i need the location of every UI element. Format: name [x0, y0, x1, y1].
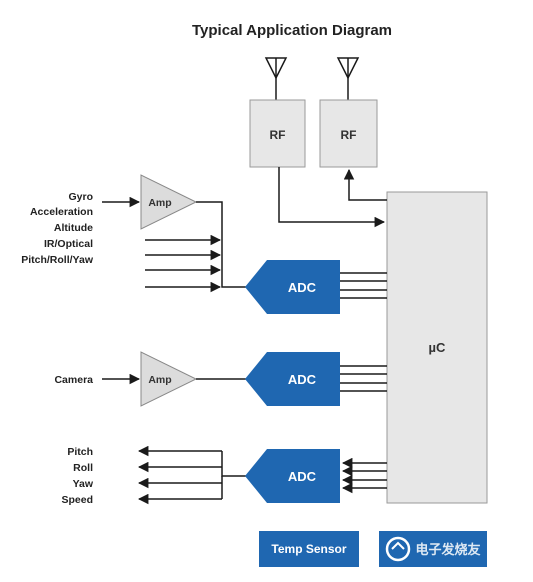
rf-block: RF	[319, 99, 378, 168]
output-label-roll: Roll	[73, 462, 93, 474]
input-label-altitude: Altitude	[54, 222, 93, 234]
watermark-block: 电子发烧友	[379, 531, 487, 567]
adc-block: ADC	[245, 352, 340, 406]
amplifier-block: Amp	[140, 351, 198, 407]
amp-label: Amp	[148, 374, 171, 386]
input-label-ir-optical: IR/Optical	[44, 238, 93, 250]
antenna-icon	[336, 57, 360, 100]
output-label-pitch: Pitch	[67, 446, 93, 458]
rf-label: RF	[270, 128, 286, 142]
input-label-camera: Camera	[54, 374, 93, 386]
adc-block: ADC	[245, 260, 340, 314]
output-label-speed: Speed	[61, 494, 93, 506]
temp-sensor-label: Temp Sensor	[271, 542, 346, 556]
rf-input-connector	[278, 167, 386, 228]
adc-block: ADC	[245, 449, 340, 503]
amp1-output-connector	[196, 201, 247, 288]
adc-label: ADC	[288, 469, 317, 484]
uc-label: µC	[429, 340, 446, 355]
antenna-icon	[264, 57, 288, 100]
rf-block: RF	[249, 99, 306, 168]
watermark-logo-icon	[391, 541, 405, 550]
input-label-pitch-roll-yaw: Pitch/Roll/Yaw	[21, 254, 94, 266]
uc-to-adc-arrows	[341, 457, 387, 494]
input-label-acceleration: Acceleration	[30, 206, 93, 218]
adc-label: ADC	[288, 280, 317, 295]
adc-to-uc-lines	[340, 272, 387, 299]
output-label-yaw: Yaw	[73, 478, 94, 490]
rf-output-connector	[343, 168, 387, 201]
temp-sensor-block: Temp Sensor	[259, 531, 359, 567]
adc-to-uc-lines	[340, 365, 387, 392]
rf-label: RF	[341, 128, 357, 142]
watermark-logo-icon	[385, 536, 411, 562]
watermark-text: 电子发烧友	[415, 542, 480, 558]
microcontroller-block: µC	[386, 191, 488, 504]
amplifier-block: Amp	[140, 174, 198, 230]
adc-label: ADC	[288, 372, 317, 387]
amp-label: Amp	[148, 197, 171, 209]
output-arrows	[137, 445, 247, 505]
diagram-title: Typical Application Diagram	[192, 22, 392, 39]
input-label-gyro: Gyro	[68, 191, 93, 203]
